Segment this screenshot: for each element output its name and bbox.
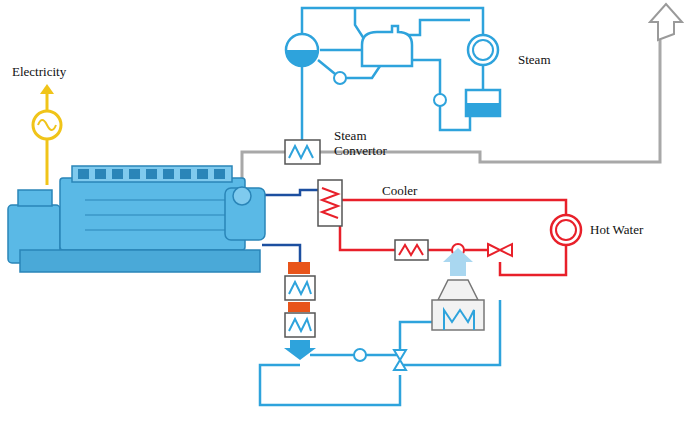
- steam-consumer: [468, 35, 498, 65]
- heat-exchanger-coil: [289, 146, 313, 158]
- heat-exchanger-coil: [322, 188, 338, 218]
- steam-convertor-exchanger: [285, 140, 320, 164]
- generator-symbol: [33, 111, 61, 139]
- label-text: Electricity: [12, 64, 66, 79]
- exhaust-arrow: [650, 4, 682, 40]
- engine-cylinders: [78, 169, 225, 179]
- sine-wave: [38, 120, 56, 130]
- heat-exchanger-coil: [289, 282, 311, 294]
- cylinder-head: [214, 169, 225, 179]
- cylinder-head: [197, 169, 208, 179]
- deaerator: [362, 26, 412, 66]
- air-out-arrow: [443, 248, 473, 276]
- cylinder-head: [95, 169, 106, 179]
- steam-drum-water: [286, 50, 318, 66]
- condensate-water: [467, 103, 499, 115]
- label-text: Hot Water: [590, 222, 643, 237]
- label-text: Steam Convertor: [334, 128, 404, 158]
- cylinder-head: [146, 169, 157, 179]
- hot-water-circuit: [340, 200, 566, 275]
- label-text: Cooler: [382, 183, 417, 198]
- hot-water-consumer: [551, 215, 581, 245]
- engine-generator: [8, 166, 265, 272]
- radiator: [432, 300, 484, 330]
- heat-exchanger: [285, 313, 315, 337]
- cylinder-head: [163, 169, 174, 179]
- cooling-circuit: [260, 300, 500, 405]
- heat-exchanger: [285, 276, 315, 300]
- three-way-valve: [394, 350, 406, 370]
- air-flow-arrow: [284, 340, 316, 360]
- radiator-coil: [444, 310, 474, 330]
- radiator-hood: [438, 280, 478, 300]
- cylinder-head: [180, 169, 191, 179]
- cooler-exchanger: [318, 180, 342, 226]
- cylinder-head: [112, 169, 123, 179]
- pump: [334, 72, 346, 84]
- hot-water-consumer-inner: [556, 220, 576, 240]
- steam-circuit: [302, 8, 483, 140]
- pump: [354, 349, 366, 361]
- condensate-tank: [466, 90, 500, 116]
- heat-exchanger: [395, 240, 428, 260]
- charge-air-cooler: [288, 302, 310, 312]
- cylinder-head: [78, 169, 89, 179]
- power-arrow: [40, 84, 54, 94]
- power-line: [46, 92, 49, 111]
- heat-exchanger-coil: [289, 319, 311, 331]
- charge-air-cooler: [288, 262, 310, 274]
- pump: [434, 94, 446, 106]
- heat-exchanger-coil: [399, 245, 423, 255]
- jacket-water-line: [262, 190, 318, 195]
- power-line: [46, 140, 49, 185]
- exhaust-line: [242, 40, 660, 195]
- steam-consumer-inner: [473, 40, 493, 60]
- jacket-water-line: [262, 245, 300, 262]
- label-text: Steam: [518, 52, 551, 67]
- steam-drum: [286, 34, 318, 66]
- three-way-valve: [488, 244, 512, 256]
- cylinder-head: [129, 169, 140, 179]
